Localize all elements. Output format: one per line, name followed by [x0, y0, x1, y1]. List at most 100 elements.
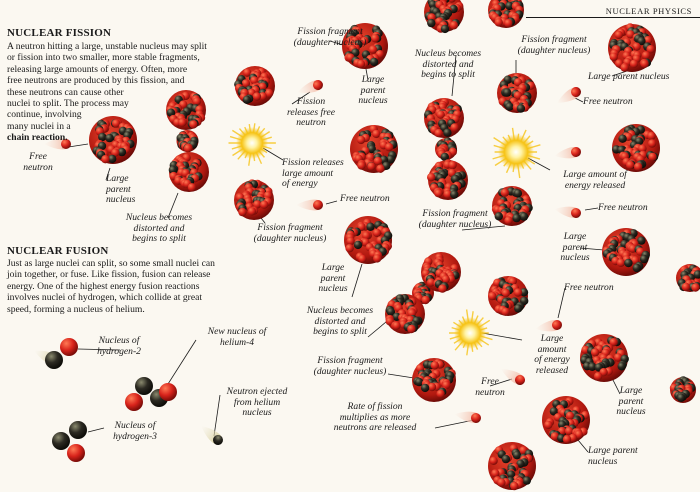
proton — [620, 63, 629, 72]
free-neutron — [556, 87, 581, 103]
nucleus — [424, 0, 464, 34]
proton — [501, 307, 510, 316]
leader-line — [351, 263, 363, 298]
neutron — [367, 144, 376, 154]
proton — [544, 420, 553, 430]
free-neutron — [554, 206, 581, 218]
neutron — [549, 407, 559, 416]
neutron — [516, 459, 525, 468]
free-neutron — [535, 320, 562, 332]
proton — [643, 36, 653, 45]
proton — [421, 295, 430, 305]
neutron — [677, 393, 686, 402]
neutron-ball — [313, 200, 323, 210]
label-distorted-1: Nucleus becomes distorted and begins to … — [125, 212, 193, 244]
neutron — [366, 222, 375, 231]
fusion-body: Just as large nuclei can split, so some … — [7, 258, 297, 315]
leader-line — [461, 225, 506, 231]
proton — [626, 30, 635, 39]
label-distorted-2: Nucleus becomes distorted and begins to … — [414, 48, 482, 80]
neutron — [168, 165, 178, 175]
neutron — [512, 213, 521, 223]
leader-line — [557, 287, 566, 319]
label-distorted-3: Nucleus becomes distorted and begins to … — [306, 305, 374, 337]
label-large-energy-2: Large amount of energy released — [534, 333, 570, 376]
neutron — [451, 174, 460, 184]
nucleus — [350, 125, 398, 173]
neutron — [105, 133, 114, 143]
nucleus — [176, 130, 199, 153]
proton — [638, 144, 647, 153]
proton — [436, 389, 445, 398]
neutron-ball — [313, 80, 323, 90]
proton — [111, 148, 120, 157]
label-free-neutron-2: Free neutron — [340, 193, 390, 204]
proton — [345, 244, 354, 253]
label-rate-of-fission: Rate of fission multiplies as more neutr… — [333, 401, 417, 433]
neutron — [443, 128, 452, 137]
proton — [494, 18, 503, 27]
proton — [252, 92, 262, 101]
proton — [691, 283, 700, 292]
neutron-ball — [471, 413, 481, 423]
neutron — [166, 108, 176, 117]
neutron — [450, 190, 459, 199]
motion-trail — [535, 320, 558, 332]
neutron — [108, 154, 117, 164]
label-fragment-3: Fission fragment (daughter nucleus) — [517, 34, 591, 56]
neutron — [588, 362, 597, 371]
fusion-heading: NUCLEAR FUSION — [7, 245, 109, 257]
neutron — [503, 88, 512, 97]
free-neutron — [44, 138, 71, 150]
proton — [253, 200, 262, 209]
leader-line — [584, 207, 599, 211]
proton — [250, 76, 259, 85]
proton — [491, 469, 500, 478]
label-free-neutron-4: Free neutron — [598, 202, 648, 213]
neutron-ball — [552, 320, 562, 330]
neutron — [369, 57, 379, 67]
neutron-ball — [213, 435, 224, 445]
neutron-ball — [571, 87, 581, 97]
nucleus — [669, 376, 696, 403]
proton — [641, 51, 651, 60]
proton — [565, 411, 575, 420]
proton — [372, 228, 382, 238]
label-large-parent-4: Large parent nucleus — [560, 231, 590, 263]
proton — [616, 258, 626, 267]
nucleus — [234, 66, 275, 106]
nucleus — [412, 358, 456, 402]
label-fragment-2: Fission fragment (daughter nucleus) — [293, 26, 367, 48]
proton — [346, 236, 355, 246]
energy-flash — [492, 127, 541, 179]
neutron — [693, 270, 700, 279]
neutron — [624, 258, 633, 268]
proton — [384, 142, 394, 152]
motion-trail — [454, 411, 477, 423]
distorted-nucleus — [166, 90, 209, 192]
proton — [448, 160, 457, 170]
neutron — [512, 451, 522, 460]
leader-line — [574, 97, 584, 103]
nucleus — [421, 252, 461, 293]
proton — [368, 45, 378, 54]
proton — [488, 291, 497, 301]
chain-reaction-term: chain reaction. — [7, 132, 68, 144]
label-large-parent-8: Large parent nucleus — [588, 445, 638, 467]
nucleus — [89, 116, 137, 164]
proton — [550, 432, 559, 441]
leader-line — [451, 54, 457, 97]
proton — [392, 321, 401, 330]
label-free-neutron-6: Free neutron — [475, 376, 505, 398]
proton — [500, 188, 510, 197]
leader-line — [365, 68, 369, 81]
nucleus — [168, 152, 209, 192]
nucleus — [602, 228, 650, 276]
neutron — [386, 307, 396, 316]
label-large-energy-1: Large amount of energy released — [563, 169, 627, 191]
proton — [373, 254, 382, 263]
free-neutron — [296, 199, 323, 211]
neutron — [440, 24, 450, 34]
